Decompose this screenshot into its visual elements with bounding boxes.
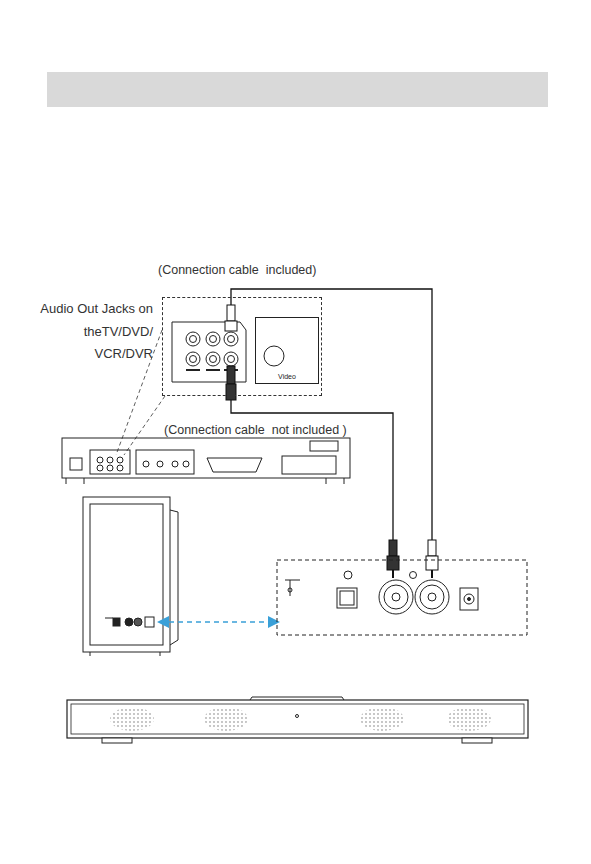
subwoofer [83,497,178,656]
soundbar-rear-panel [277,560,527,635]
cable-note: (Connection cable not included ) [162,423,349,437]
dvd-player-rear [62,438,350,484]
soundbar-front [67,697,528,743]
inset-heading: Audio Out Jacks on theTV/DVD/ VCR/DVR [33,298,153,366]
video-panel: Video [255,317,319,384]
zoom-inset: Audio Out Jacks on theTV/DVD/ VCR/DVRVid… [162,297,322,396]
wireless-link [160,621,277,623]
cable-note: (Connection cable included) [156,263,318,277]
jack-label: Video [256,373,318,380]
header-band [47,72,548,107]
